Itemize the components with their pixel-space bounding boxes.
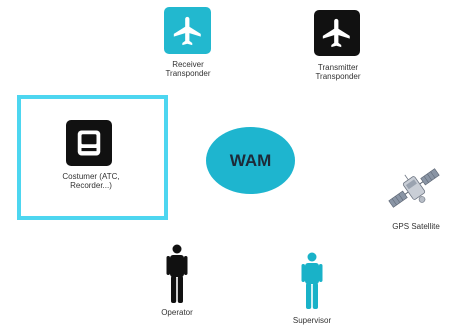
- person-icon: [301, 252, 323, 309]
- transmitter-airplane-tile: [314, 10, 360, 56]
- airplane-icon: [322, 18, 350, 48]
- satellite-icon: [388, 168, 440, 208]
- customer-monitor-tile: [66, 120, 112, 166]
- receiver-label-line1: Receiver: [172, 60, 204, 69]
- operator-label: Operator: [161, 308, 193, 317]
- transmitter-label-line1: Transmitter: [317, 63, 359, 72]
- monitor-icon: [77, 130, 101, 156]
- wam-ellipse[interactable]: WAM: [206, 127, 295, 194]
- person-icon: [166, 244, 188, 303]
- customer-label-line2: Recorder...): [70, 181, 112, 190]
- gps-satellite-label: GPS Satellite: [392, 222, 440, 231]
- wam-label: WAM: [229, 150, 272, 170]
- supervisor-label: Supervisor: [292, 316, 332, 325]
- customer-label-line1: Costumer (ATC,: [62, 172, 120, 181]
- receiver-airplane-tile: [164, 7, 211, 54]
- airplane-icon: [173, 16, 201, 45]
- receiver-label-line2: Transponder: [165, 69, 211, 78]
- transmitter-label-line2: Transponder: [315, 72, 361, 81]
